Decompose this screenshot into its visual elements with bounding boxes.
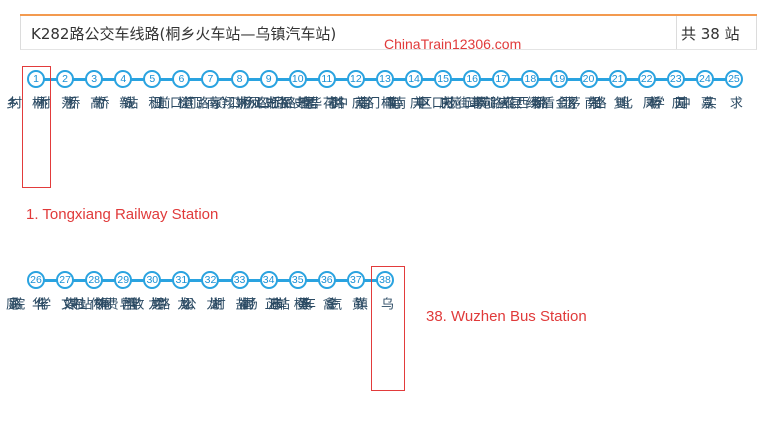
stop-name: 嘉园桥 — [645, 96, 713, 110]
stop-number-badge: 8 — [230, 70, 249, 88]
stop-name: 桐南小区 — [299, 96, 393, 110]
stop-number-badge: 23 — [666, 70, 685, 88]
stop-number-badge: 10 — [288, 70, 307, 88]
stop-number-badge: 6 — [172, 70, 191, 88]
end-stop-highlight — [371, 266, 405, 391]
stop-number-badge: 1 — [27, 70, 45, 88]
stop-count: 共 38 站 — [681, 25, 740, 43]
stop-number-badge: 26 — [27, 271, 45, 289]
stop-name: 庆丰北路茅盾西路口 — [460, 96, 684, 110]
stop-number-badge: 21 — [608, 70, 627, 88]
stop-number-badge: 37 — [346, 271, 365, 289]
route-header: K282路公交车线路(桐乡火车站—乌镇汽车站) 共 38 站 — [20, 16, 757, 50]
start-stop-caption: 1. Tongxiang Railway Station — [26, 206, 219, 223]
header-accent-line — [20, 14, 757, 16]
stop-number-badge: 22 — [637, 70, 656, 88]
stop-number-badge: 14 — [405, 70, 424, 88]
stop-number-badge: 31 — [172, 271, 191, 289]
stop-number-badge: 27 — [56, 271, 75, 289]
stop-name: 庆丰南路中华路口 — [254, 96, 452, 110]
stop-name: 文化路体育西路口 — [6, 297, 74, 311]
stop-number-badge: 5 — [143, 70, 162, 88]
stop-number-badge: 16 — [463, 70, 482, 88]
stop-name: 新竹桥 — [64, 96, 132, 110]
stop-name: 绿都景苑 — [445, 96, 539, 110]
stop-number-badge: 13 — [375, 70, 394, 88]
stop-name: 桐乡火车站 — [3, 96, 44, 110]
stop-number-badge: 12 — [346, 70, 365, 88]
stop-name: 南港上 — [151, 96, 219, 110]
stop-name: 庆丰南路凤翔路口 — [166, 96, 364, 110]
stop-name: 姚家门前 — [154, 96, 248, 110]
stop-name: 禽蛋市场 — [241, 297, 335, 311]
stop-number-badge: 20 — [579, 70, 598, 88]
route-title: K282路公交车线路(桐乡火车站—乌镇汽车站) — [31, 25, 337, 43]
stop-number-badge: 24 — [695, 70, 714, 88]
stop-name: 史桥 — [235, 96, 277, 110]
stop-name: 范桥村 — [6, 96, 74, 110]
stop-number-badge: 28 — [85, 271, 104, 289]
stop-number-badge: 32 — [201, 271, 220, 289]
stop-name: 龙翔中学 — [125, 297, 219, 311]
stop-number-badge: 34 — [259, 271, 278, 289]
stop-number-badge: 36 — [317, 271, 336, 289]
stop-number-badge: 9 — [259, 70, 278, 88]
stop-name: 正福村 — [209, 297, 277, 311]
stop-number-badge: 2 — [56, 70, 75, 88]
stop-number-badge: 17 — [492, 70, 511, 88]
stop-name: 黄金水岸 — [270, 297, 364, 311]
stop-number-badge: 29 — [114, 271, 133, 289]
stop-name: 审批中心 — [387, 96, 481, 110]
stop-name: 复兴北路县前街口 — [428, 96, 626, 110]
stop-name: 史桥杨介门 — [186, 96, 306, 110]
stop-number-badge: 33 — [230, 271, 249, 289]
stop-number-badge: 25 — [724, 70, 743, 88]
stop-number-badge: 38 — [375, 271, 394, 289]
stop-name: 高桥村 — [35, 96, 103, 110]
stop-name: 传媒学院 — [9, 297, 103, 311]
stop-name: 庆丰南路梧振路口 — [225, 96, 423, 110]
watermark: ChinaTrain12306.com — [384, 36, 522, 52]
stop-name: 金菊花苑 — [474, 96, 568, 110]
stop-number-badge: 19 — [550, 70, 569, 88]
stop-name: 求实中学 — [648, 96, 742, 110]
stop-number-badge: 15 — [434, 70, 453, 88]
stop-name: 花墙门 — [267, 96, 335, 110]
stop-name: 南门桥 — [529, 96, 597, 110]
stop-name: 龙翔信用社 — [70, 297, 190, 311]
header-divider — [676, 16, 677, 49]
stop-name: 盐湖公路收费站 — [76, 297, 248, 311]
stop-name: 皂林 — [90, 297, 132, 311]
stop-name: 华庭丽晶 — [3, 297, 44, 311]
stop-name: 积钱桥 — [93, 96, 161, 110]
stop-name: 横港村 — [238, 297, 306, 311]
stop-number-badge: 18 — [521, 70, 540, 88]
start-stop-highlight — [22, 66, 51, 188]
stop-number-badge: 35 — [288, 271, 307, 289]
stop-number-badge: 7 — [201, 70, 220, 88]
stop-name: 龙翔禅寺 — [67, 297, 161, 311]
stop-number-badge: 3 — [85, 70, 104, 88]
stop-name: 庆丰小区南门 — [364, 96, 510, 110]
stop-number-badge: 11 — [317, 70, 336, 88]
stop-name: 检测站 — [122, 96, 190, 110]
stop-name: 凤鸣社区 — [561, 96, 655, 110]
end-stop-caption: 38. Wuzhen Bus Station — [426, 308, 587, 325]
stop-number-badge: 4 — [114, 70, 133, 88]
stop-number-badge: 30 — [143, 271, 162, 289]
stop-name: 乌镇汽车站 — [273, 297, 393, 311]
